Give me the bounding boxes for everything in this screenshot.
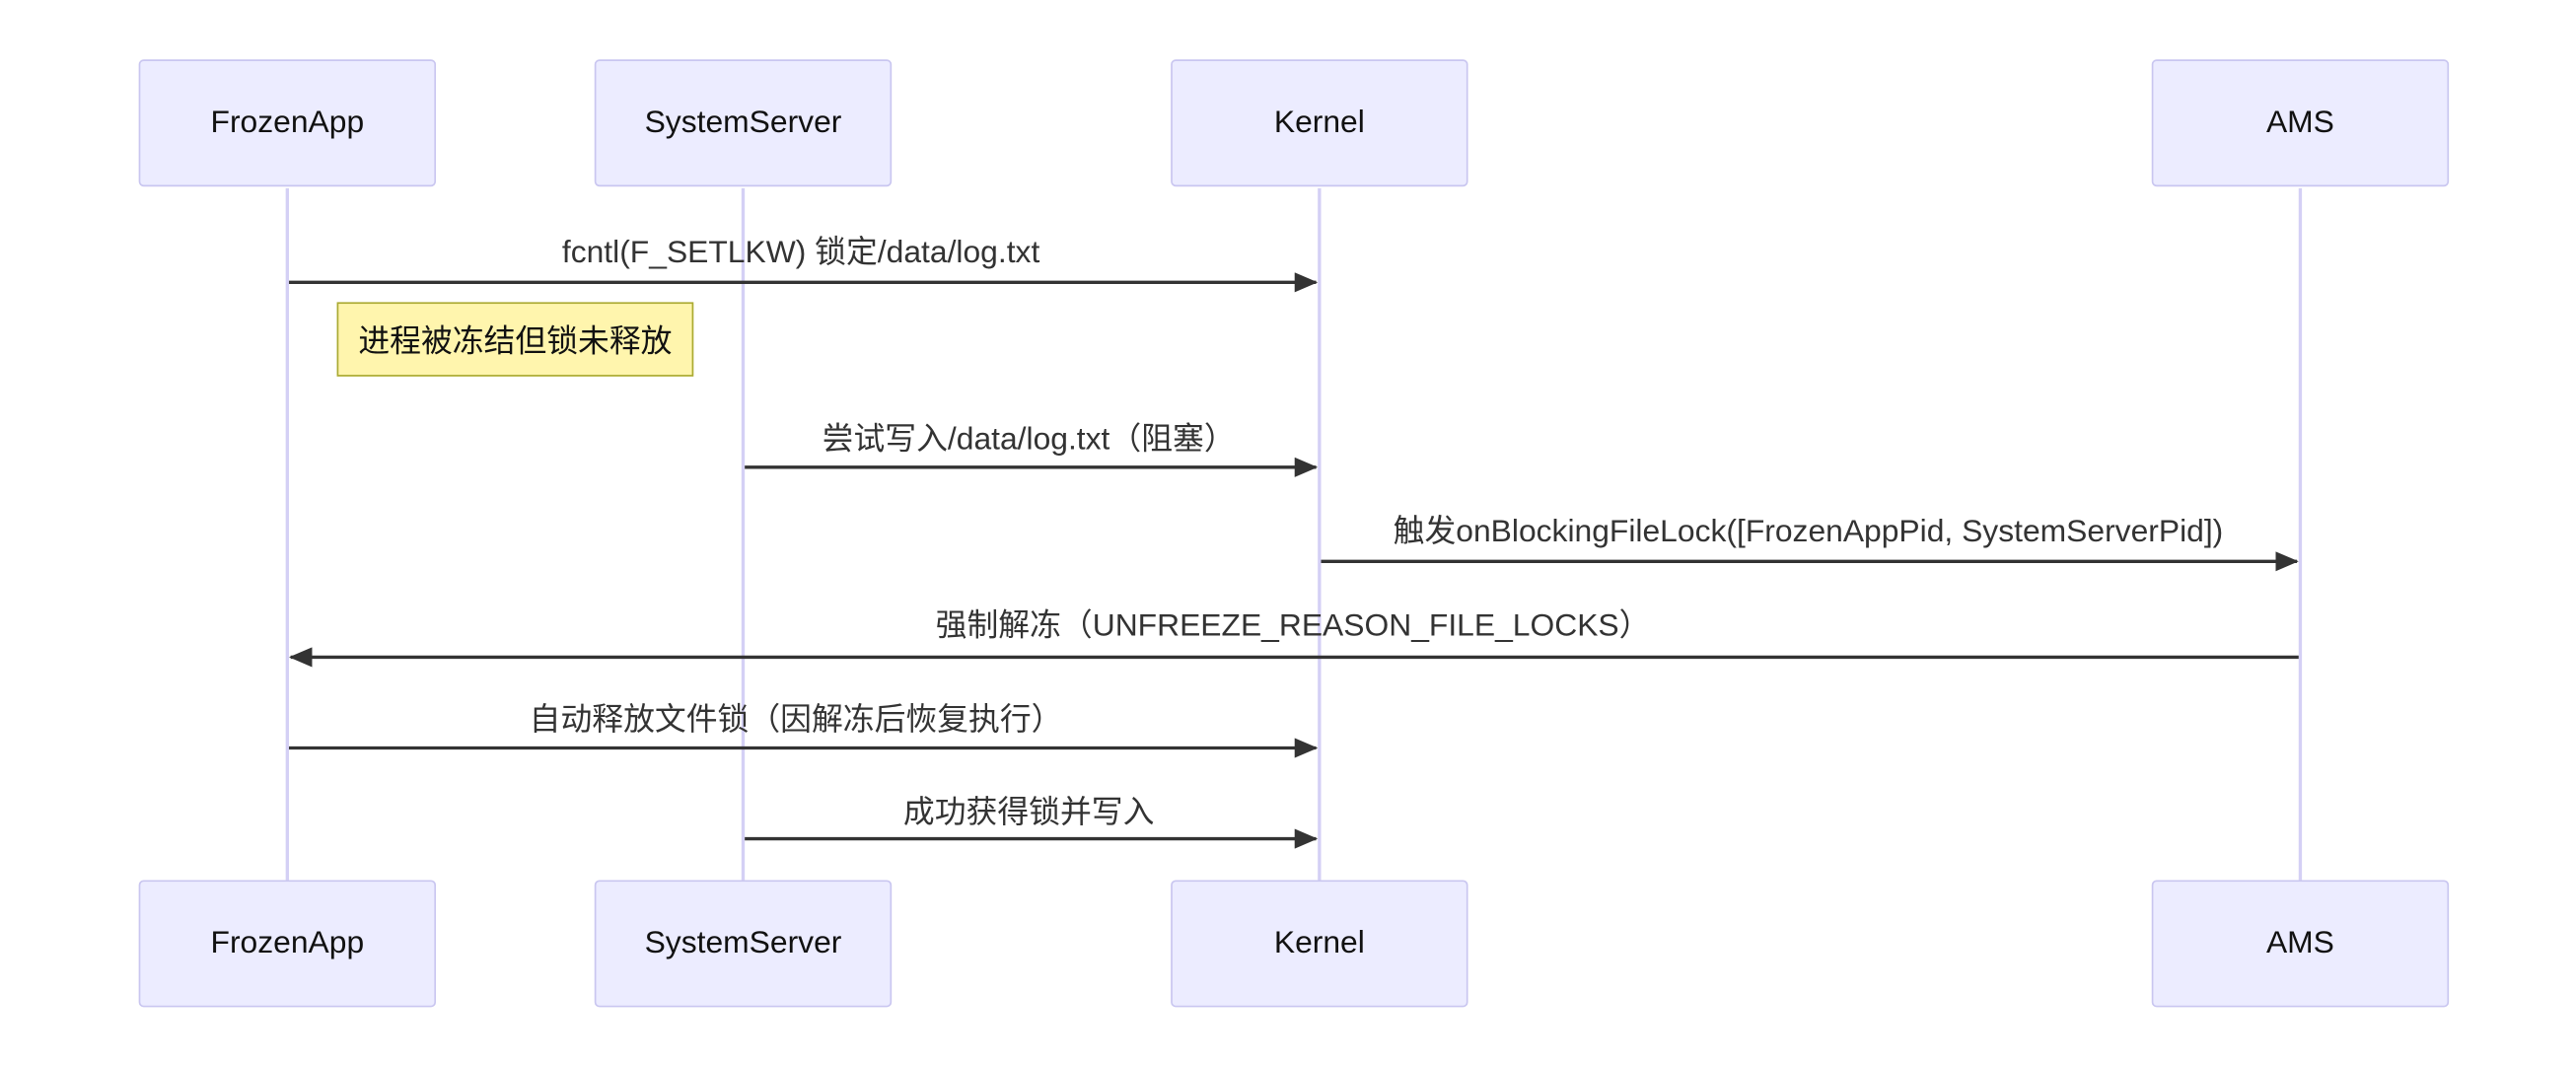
actor-label: Kernel [1273, 925, 1365, 960]
actor-frozenapp-bottom: FrozenApp [138, 880, 437, 1008]
actor-ams-top: AMS [2151, 59, 2450, 187]
message-label-4: 强制解冻（UNFREEZE_REASON_FILE_LOCKS） [935, 608, 1651, 645]
actor-label: FrozenApp [210, 105, 365, 140]
actor-label: Kernel [1273, 105, 1365, 140]
actor-systemserver-bottom: SystemServer [594, 880, 893, 1008]
actor-frozenapp-top: FrozenApp [138, 59, 437, 187]
lifeline-systemserver [741, 187, 746, 881]
actor-label: SystemServer [644, 105, 842, 140]
message-label-2: 尝试写入/data/log.txt（阻塞） [822, 422, 1236, 458]
actor-kernel-bottom: Kernel [1171, 880, 1468, 1008]
actor-label: SystemServer [644, 925, 842, 960]
actor-label: AMS [2265, 105, 2334, 140]
actor-systemserver-top: SystemServer [594, 59, 893, 187]
message-label-5: 自动释放文件锁（因解冻后恢复执行） [529, 703, 1063, 739]
lifeline-frozenapp [285, 187, 290, 881]
lifeline-kernel [1318, 187, 1322, 881]
lifeline-ams [2298, 187, 2303, 881]
actor-kernel-top: Kernel [1171, 59, 1468, 187]
message-label-6: 成功获得锁并写入 [902, 796, 1155, 831]
message-label-3: 触发onBlockingFileLock([FrozenAppPid, Syst… [1393, 515, 2224, 550]
note-frozen-lock: 进程被冻结但锁未释放 [336, 302, 694, 377]
message-label-1: fcntl(F_SETLKW) 锁定/data/log.txt [561, 236, 1040, 271]
actor-label: FrozenApp [210, 925, 365, 960]
note-text: 进程被冻结但锁未释放 [358, 324, 673, 361]
actor-ams-bottom: AMS [2151, 880, 2450, 1008]
actor-label: AMS [2265, 925, 2334, 960]
